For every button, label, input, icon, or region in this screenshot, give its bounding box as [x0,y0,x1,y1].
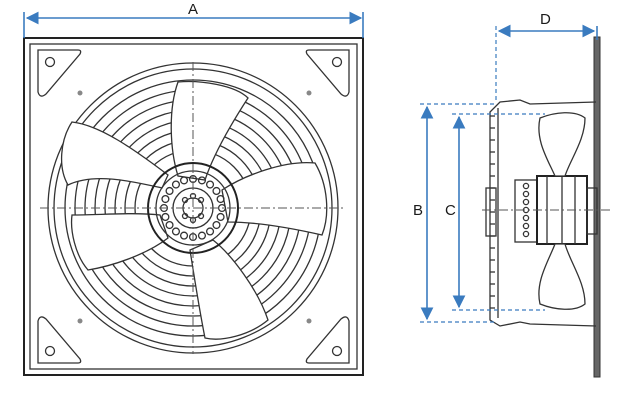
dimension-c-label: C [445,202,456,219]
hub-bolt [216,212,225,222]
side-blade-top [538,112,586,177]
mount-hole [306,318,312,324]
hub-bolt [165,186,174,196]
fan-blades [60,80,328,340]
dimension-d-label: D [540,11,551,28]
fan-blade [170,80,249,181]
corner-bracket-top-right [305,49,350,97]
hub-bolt [179,231,189,240]
hub-bolt [216,194,225,204]
hub-bolt-ring [159,174,227,242]
motor-fin [522,222,530,230]
dimension-b-label: B [413,202,423,219]
outer-frame [23,37,364,376]
motor-fin [522,198,530,206]
motor-fin [522,182,530,190]
housing-ribs [490,115,495,309]
venturi-housing [489,99,597,327]
hub-bolt [165,220,174,230]
side-blade-bottom [538,243,586,310]
side-view: D B C [413,11,610,378]
mount-hole [77,90,83,96]
inner-frame [29,43,358,370]
hub-bolt [171,180,181,189]
fan-blade [60,121,169,189]
hub-bolt [205,227,215,236]
motor-fin [522,214,530,222]
fan-blade [70,213,169,271]
hub-bolt [171,227,181,236]
corner-bracket-bottom-left [37,316,82,364]
front-view: A [23,1,364,376]
corner-bracket-top-left [37,49,82,97]
mount-hole [77,318,83,324]
motor-fin [522,190,530,198]
fan-blade [221,161,328,236]
hub-bolt [161,194,170,204]
hub-bolt [179,176,189,185]
hub-bolt [197,176,207,185]
hub-bolt [205,180,215,189]
hub-bolt [161,212,170,222]
motor-fin [522,230,530,238]
hub-bolt [212,186,221,196]
dimension-a-label: A [188,1,198,18]
hub-bolt [197,231,207,240]
mount-hole [306,90,312,96]
corner-bracket-bottom-right [305,316,350,364]
fan-blade [189,239,269,340]
hub-bolt [212,220,221,230]
